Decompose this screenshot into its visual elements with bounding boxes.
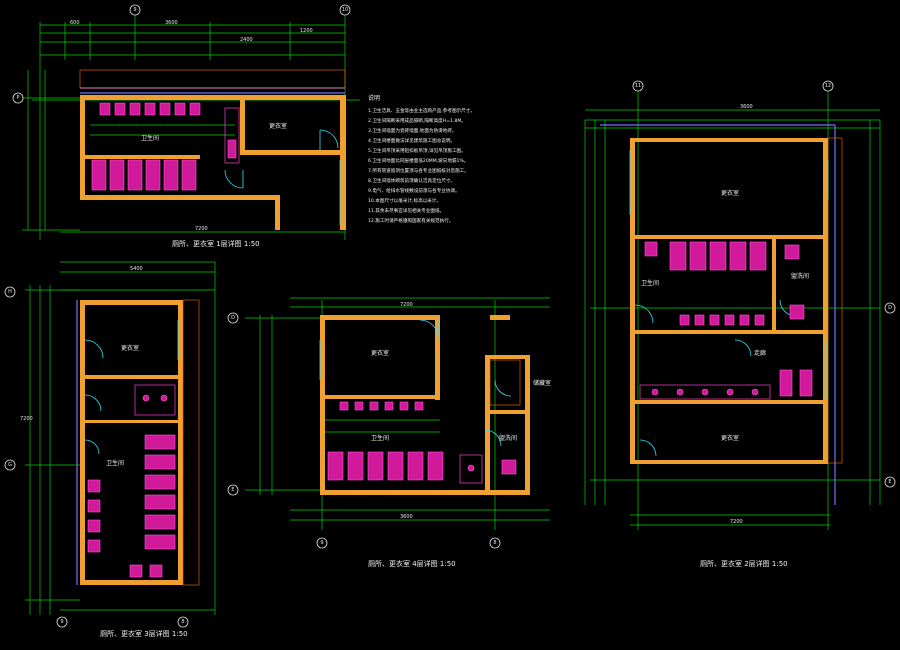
sinks-4 [339, 401, 424, 411]
plan-2: 7200 3600 11 12 D E [584, 80, 896, 568]
grid-bubble [632, 80, 644, 92]
plan-1: 600 3600 2400 1200 7200 9 10 P [12, 4, 360, 248]
dim-text: 2400 [240, 37, 253, 43]
dim-text: 1200 [300, 28, 313, 34]
room-label: 储藏室 [533, 379, 551, 387]
general-notes: 说明 1.卫生洁具、五金等由业主选购产品,参考图示尺寸。 2.卫生间隔断采用成品… [368, 94, 475, 224]
plan-title: 厕所、更衣室 3层详图 1:50 [100, 629, 188, 638]
room-label: 卫生间 [641, 279, 659, 287]
grid-bubble [4, 286, 16, 298]
plan-title: 厕所、更衣室 4层详图 1:50 [368, 559, 456, 568]
grid-bubble [822, 80, 834, 92]
dim-text: 7200 [195, 226, 208, 232]
note-line: 9.电气、给排水管线敷设前须与各专业协调。 [368, 187, 460, 194]
room-label: 卫生间 [371, 434, 389, 442]
grid-bubble [884, 476, 896, 488]
grid-label: D [231, 315, 235, 321]
room-label: 更衣室 [121, 344, 139, 352]
grid-label: 12 [825, 83, 831, 89]
note-line: 4.卫生间楼面做法详见建筑施工图总说明。 [368, 137, 455, 144]
grid-label: 9 [320, 540, 323, 546]
room-label: 盥洗间 [499, 434, 517, 442]
grid-label: 8 [493, 540, 496, 546]
notes-heading: 说明 [368, 94, 380, 102]
dim-text: 7200 [400, 302, 413, 308]
grid-label: 9 [60, 619, 63, 625]
urinals-2 [679, 314, 765, 326]
note-line: 7.所有管道留洞位置须与各专业图纸核对后施工。 [368, 167, 469, 174]
grid-bubble [316, 537, 328, 549]
plan-4: 7200 3600 D E 9 8 [227, 297, 551, 568]
grid-bubble [56, 616, 68, 628]
grid-label: D [888, 305, 892, 311]
sinks-2 [639, 244, 813, 400]
note-line: 2.卫生间隔断采用成品隔断,隔断高度H=1.8M。 [368, 117, 466, 124]
grid-bubble [227, 484, 239, 496]
room-label: 卫生间 [106, 459, 124, 467]
grid-bubble [884, 302, 896, 314]
grid-bubble [12, 92, 24, 104]
toilet-stalls-3 [87, 434, 176, 578]
grid-label: H [8, 289, 12, 295]
note-line: 3.卫生间墙面为瓷砖墙面,地面为防滑地砖。 [368, 127, 457, 134]
note-line: 11.其余未尽事宜详见相关专业图纸。 [368, 207, 444, 214]
dim-text: 600 [70, 20, 80, 26]
grid-label: 9 [133, 7, 136, 13]
grid-label: 11 [635, 83, 641, 89]
toilet-stalls [91, 159, 197, 191]
note-line: 5.卫生间吊顶采用铝扣板吊顶,详见吊顶施工图。 [368, 147, 466, 154]
dim-text: 7200 [730, 519, 743, 525]
note-line: 10.本图尺寸以毫米计,标高以米计。 [368, 197, 441, 204]
toilet-stalls-4 [327, 451, 444, 481]
room-label: 更衣室 [371, 349, 389, 357]
sinks-3 [134, 384, 176, 416]
room-label: 更衣室 [721, 189, 739, 197]
note-line: 6.卫生间地面比同层楼面低20MM,坡向地漏1%。 [368, 157, 468, 164]
grid-label: E [231, 487, 234, 493]
dim-text: 5400 [130, 266, 143, 272]
note-line: 1.卫生洁具、五金等由业主选购产品,参考图示尺寸。 [368, 107, 475, 114]
plan-3: 5400 7200 H G 9 8 [4, 261, 216, 638]
grid-bubble [227, 312, 239, 324]
grid-label: 10 [342, 7, 348, 13]
dim-text: 3600 [165, 20, 178, 26]
note-line: 12.施工时请严格遵照国家有关规范执行。 [368, 217, 453, 224]
dim-text: 3600 [400, 514, 413, 520]
sink-row [99, 102, 201, 116]
grid-bubble [339, 4, 351, 16]
grid-label: E [888, 479, 891, 485]
dim-text: 3600 [740, 104, 753, 110]
room-label: 卫生间 [141, 134, 159, 142]
grid-bubble [177, 616, 189, 628]
grid-bubble [4, 459, 16, 471]
note-line: 8.卫生间墙体砌筑前须确认洁具定位尺寸。 [368, 177, 455, 184]
plan-title: 厕所、更衣室 1层详图 1:50 [172, 239, 260, 248]
toilet-stalls-2 [644, 241, 767, 271]
room-label: 盥洗间 [791, 272, 809, 280]
dim-text: 7200 [20, 416, 33, 422]
plan-title: 厕所、更衣室 2层详图 1:50 [700, 559, 788, 568]
room-label: 更衣室 [721, 434, 739, 442]
grid-bubble [129, 4, 141, 16]
grid-label: P [16, 95, 19, 101]
grid-bubble [489, 537, 501, 549]
grid-label: G [8, 462, 12, 468]
grid-label: 8 [181, 619, 184, 625]
room-label: 更衣室 [269, 122, 287, 130]
room-label: 走廊 [754, 349, 766, 357]
